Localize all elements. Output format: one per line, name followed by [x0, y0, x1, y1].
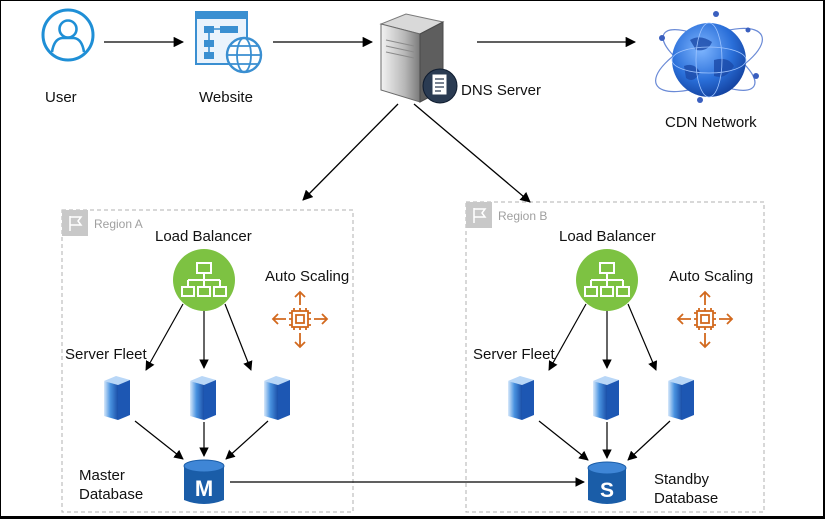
region-b-server-icon: [593, 376, 619, 420]
master-db-letter: M: [195, 476, 213, 501]
region-b-load-balancer-icon: [576, 249, 638, 311]
master-database-label: Master Database: [79, 466, 143, 504]
region-a-label: Region A: [94, 217, 143, 231]
standby-database-label: Standby Database: [654, 470, 718, 508]
region-b-label: Region B: [498, 209, 548, 223]
master-database-label-line2: Database: [79, 486, 144, 503]
cdn-globe-icon: [655, 11, 763, 103]
arrow-lb-a-to-server-1: [145, 303, 184, 371]
arrow-server-a1-to-db: [134, 420, 184, 460]
standby-database-label-line2: Database: [654, 490, 719, 507]
region-a-boundary: [61, 209, 354, 513]
arrow-dns-to-region-a: [302, 103, 399, 201]
standby-db-letter: S: [600, 479, 614, 502]
arrow-server-b3-to-db: [627, 420, 671, 461]
region-a-load-balancer-icon: [173, 249, 235, 311]
user-label: User: [45, 89, 77, 106]
region-a-server-icon: [264, 376, 290, 420]
region-a-auto-scaling-label: Auto Scaling: [265, 268, 350, 285]
arrow-lb-b-to-server-3: [627, 303, 658, 371]
arrow-server-a3-to-db: [225, 420, 269, 460]
master-database-icon: M: [183, 459, 225, 504]
region-a-server-icon: [104, 376, 130, 420]
region-a-auto-scaling-icon: [271, 290, 329, 349]
standby-database-label-line1: Standby: [654, 471, 710, 488]
arrow-server-b1-to-db: [538, 420, 589, 461]
region-b-server-icon: [668, 376, 694, 420]
region-b-server-icon: [508, 376, 534, 420]
arrow-lb-a-to-server-3: [224, 303, 253, 371]
region-b-boundary: [465, 201, 765, 513]
website-icon: [195, 11, 263, 74]
region-b-auto-scaling-icon: [676, 290, 734, 349]
region-a-server-icon: [190, 376, 216, 420]
region-b-flag-icon: [466, 202, 492, 228]
dns-server-icon: [379, 13, 458, 104]
region-a-server-fleet-label: Server Fleet: [65, 346, 147, 363]
dns-server-label: DNS Server: [461, 82, 542, 99]
user-icon: [41, 8, 95, 62]
region-a-load-balancer-label: Load Balancer: [155, 228, 252, 245]
region-b-server-fleet-label: Server Fleet: [473, 346, 555, 363]
master-database-label-line1: Master: [79, 467, 125, 484]
region-a-flag-icon: [62, 210, 88, 236]
arrow-lb-b-to-server-1: [548, 303, 587, 371]
region-b-auto-scaling-label: Auto Scaling: [669, 268, 754, 285]
website-label: Website: [199, 89, 253, 106]
arrow-dns-to-region-b: [413, 103, 531, 203]
cdn-network-label: CDN Network: [665, 114, 757, 131]
standby-database-icon: S: [587, 461, 627, 504]
region-b-load-balancer-label: Load Balancer: [559, 228, 656, 245]
